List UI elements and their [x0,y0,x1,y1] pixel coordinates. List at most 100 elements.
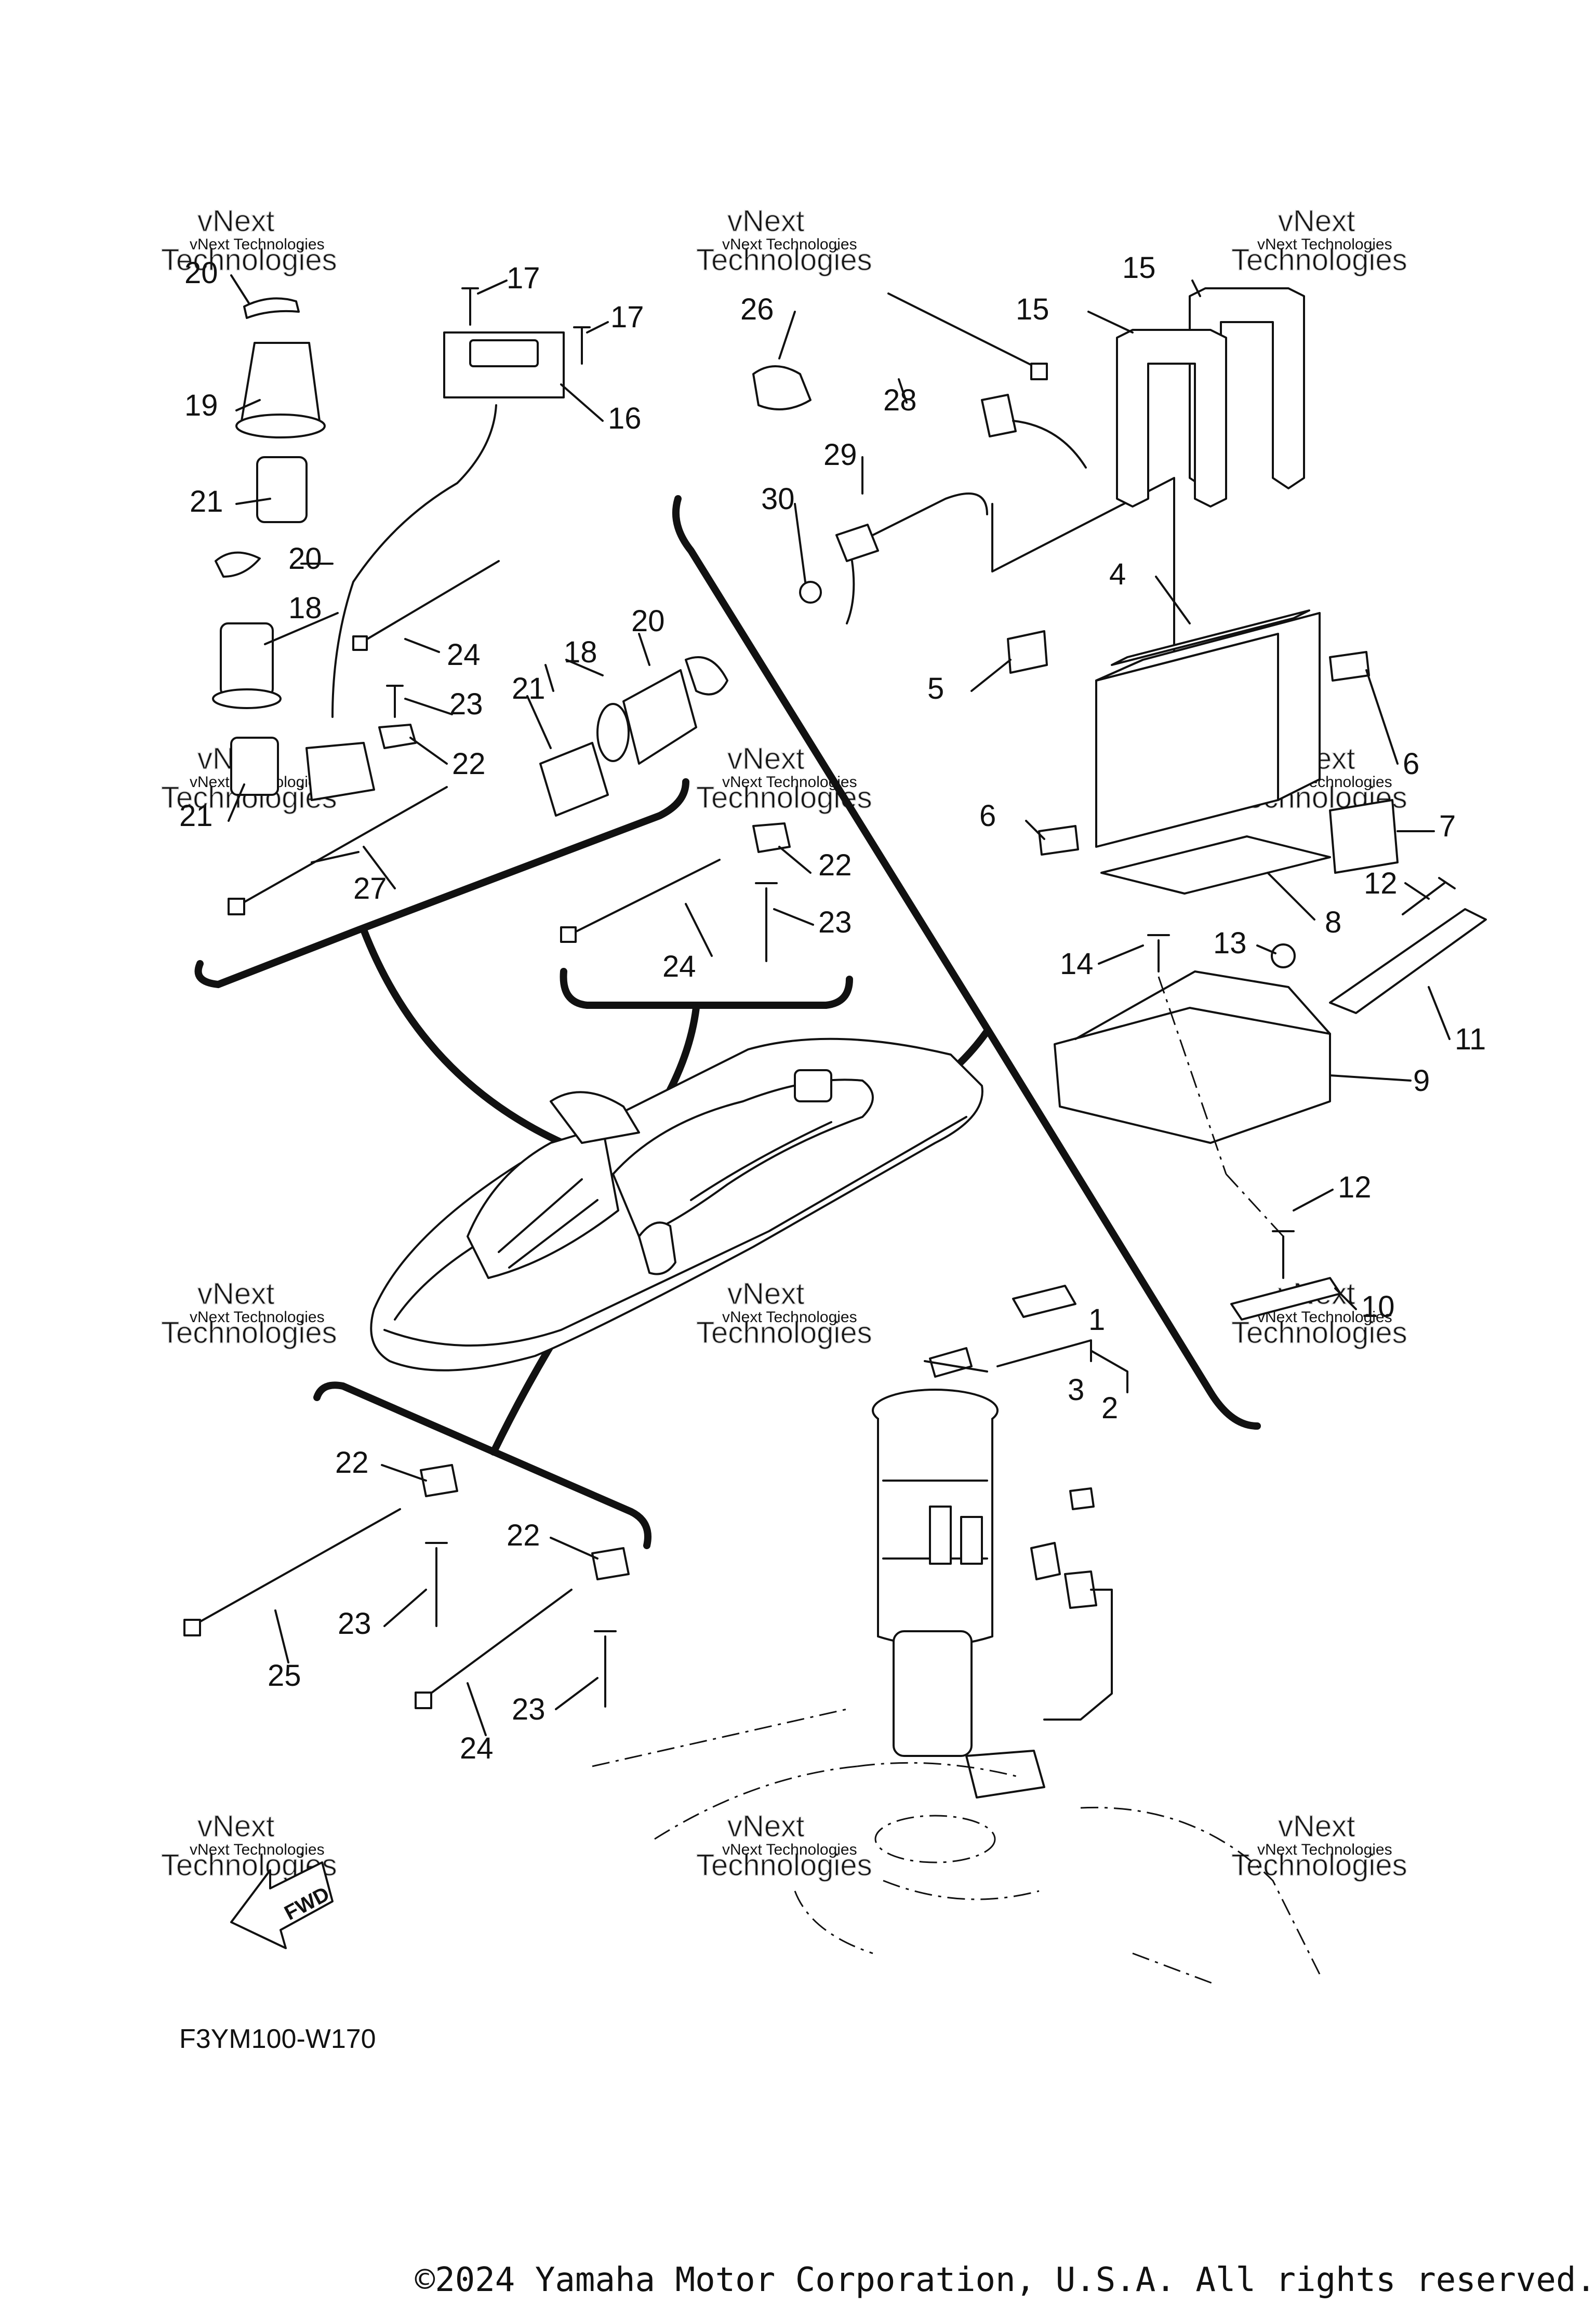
callout-label: 2 [1101,1391,1118,1425]
cable-tie [357,560,500,645]
strap-wire [846,560,855,624]
clip-nut [378,724,417,749]
fuel-pump-parts [592,1285,1321,1986]
watermark: vNext Technologies vNext Technologies [161,1809,337,1883]
tie-head [560,926,577,943]
battery-mat [1100,835,1331,895]
watermark-text: vNext [197,1277,274,1311]
leader-line [228,274,814,957]
pump-sensor [960,1516,983,1565]
callout-label: 13 [1213,926,1247,960]
callout-label: 8 [1325,905,1341,939]
socket-rim [212,688,282,709]
callout-label: 18 [564,635,597,669]
watermark-text: vNext [1278,204,1355,238]
watermark-text: Technologies [696,1316,872,1350]
leader-line [274,1464,598,1736]
callout-label: 20 [288,542,322,576]
tank-opening [874,1815,996,1863]
centre-line [1158,976,1284,1237]
handlebar-area [550,1091,640,1144]
callout-label: 21 [179,799,213,833]
callout-label: 22 [507,1519,540,1552]
clip-nut [752,822,791,853]
rivet [755,882,778,962]
watermark-text: vNext [197,1809,274,1843]
watermark-text: Technologies [696,243,872,277]
battery-pad [1038,825,1079,856]
wire-connector [305,742,375,801]
diagram-code: F3YM100-W170 [179,2024,376,2054]
connector-3 [1030,1542,1061,1580]
pump-sensor [929,1506,952,1565]
connector-2b [1064,1570,1097,1609]
watermark-text: vNext Technologies [1257,1309,1392,1326]
watermark-text: vNext [1278,1809,1355,1843]
watermark: vNext Technologies vNext Technologies [696,1276,872,1350]
callout-label: 14 [1060,947,1094,981]
callout-label: 24 [662,950,696,983]
watermark-text: Technologies [161,1316,337,1350]
top-left-parts [212,287,728,915]
watermark: vNext Technologies vNext Technologies [696,1809,872,1883]
hose [539,742,609,817]
lead-wire [1012,420,1087,469]
leader-line [778,311,988,1373]
bracket-diagonal [672,495,1261,1430]
watermark-text: vNext [197,204,274,238]
callout-label: 22 [818,848,852,882]
tie-head [415,1692,432,1709]
pump-outlet [1012,1285,1076,1318]
battery-front [1095,633,1279,848]
callout-label: 23 [338,1607,371,1641]
cowl-stripes [498,1178,598,1269]
callout-label: 1 [1088,1303,1105,1337]
callout-label: 16 [608,402,642,435]
watercraft-hull [370,1037,983,1371]
callout-label: 12 [1364,867,1398,900]
callout-label: 23 [512,1693,546,1726]
seat [612,1078,874,1237]
cable-tie [235,786,448,908]
watermark-text: vNext Technologies [1257,1841,1392,1858]
watermark-text: Technologies [1231,1848,1407,1882]
callout-label: 12 [1338,1170,1372,1204]
dc-socket [220,622,274,697]
watermark-text: Technologies [1231,1316,1407,1350]
watermark-text: vNext Technologies [190,236,325,253]
callout-label: 22 [452,747,486,781]
callout-label: 15 [1016,292,1049,326]
watermark-text: vNext [727,1809,804,1843]
dc-socket [622,669,697,765]
pin [1402,877,1456,915]
middle-parts [560,822,791,962]
callout-label: 24 [447,638,481,672]
bottom-left-parts [183,1464,630,1709]
callout-label: 29 [823,438,857,472]
screw [573,326,591,365]
callout-leaders [228,274,1451,1736]
callout-label: 5 [927,672,944,705]
watermark-text: vNext Technologies [722,1309,857,1326]
pin [1272,1230,1295,1279]
battery-pad [1329,799,1399,874]
watermark: vNext Technologies vNext Technologies [161,204,337,277]
front-cowl [467,1126,619,1279]
watermark-text: vNext Technologies [722,236,857,253]
leader-line [311,633,650,863]
callout-label: 28 [883,383,917,417]
cable-tie [191,1508,401,1627]
fitting-flange [235,414,326,438]
watermark-text: vNext Technologies [190,1309,325,1326]
pointer-line [360,926,591,1157]
callout-label: 17 [610,300,644,334]
watermark-text: Technologies [161,1848,337,1882]
callout-label: 25 [268,1659,301,1693]
pump-motor [893,1630,973,1757]
cable-tie [568,859,721,936]
callout-label: 22 [335,1446,369,1480]
battery-top [1111,609,1310,666]
watermark-text: vNext [727,204,804,238]
callout-label: 20 [184,256,218,290]
